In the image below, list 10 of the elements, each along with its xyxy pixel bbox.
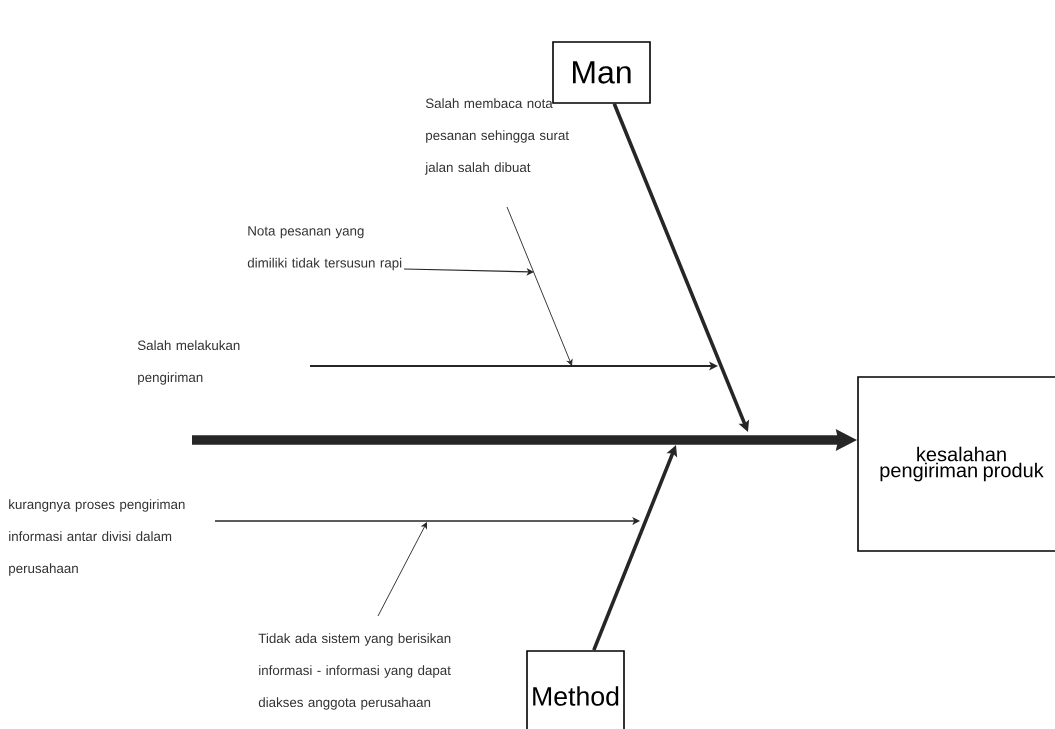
- cause-text: Salah melakukan pengiriman: [137, 340, 240, 385]
- bone-box: Method: [526, 650, 625, 729]
- cause-text: Nota pesanan yang dimiliki tidak tersusun rapi: [247, 226, 402, 271]
- cause-text: kurangnya proses pengiriman informasi antar divisi dalam perusahaan: [9, 499, 185, 576]
- arrow: [377, 522, 427, 617]
- effect-box: kesalahan pengiriman produk: [857, 376, 1055, 552]
- cause-text: Tidak ada sistem yang berisikan informasi - informasi yang dapat diakses anggota perusahaan: [258, 633, 451, 710]
- arrow: [506, 206, 573, 366]
- arrow: [214, 517, 640, 525]
- bone-box: Man: [552, 41, 651, 104]
